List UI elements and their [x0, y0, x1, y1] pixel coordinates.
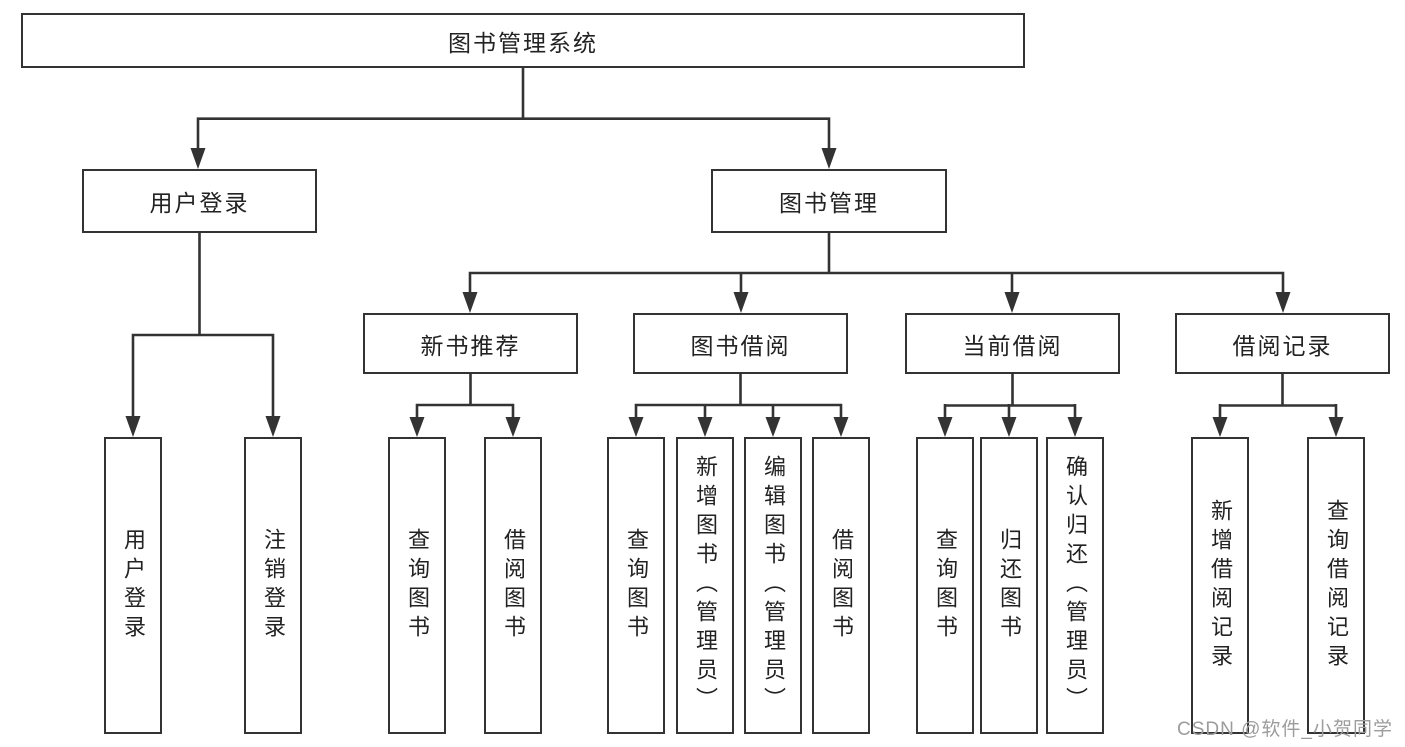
connector-root-to-level2 [190, 68, 837, 169]
leaf-user-login-label: 用户登录 [121, 527, 146, 644]
connector-management-to-level3 [462, 233, 1291, 313]
leaf-borrow-edit-books-admin-label: 编辑图书（管理员） [761, 455, 786, 716]
connector-borrow-to-leaves [628, 374, 849, 437]
leaf-current-query-books-label: 查询图书 [933, 527, 958, 644]
leaf-records-query-record: 查询借阅记录 [1307, 437, 1365, 734]
node-book-borrow: 图书借阅 [633, 313, 848, 374]
connector-records-to-leaves [1212, 374, 1344, 437]
node-new-book-recommend-label: 新书推荐 [420, 332, 521, 359]
leaf-borrow-edit-books-admin: 编辑图书（管理员） [744, 437, 802, 734]
node-root-label: 图书管理系统 [448, 29, 598, 56]
leaf-current-query-books: 查询图书 [916, 437, 974, 734]
csdn-watermark: CSDN @软件_小贺同学 [1177, 719, 1393, 740]
node-current-borrow-label: 当前借阅 [962, 332, 1063, 359]
leaf-records-query-record-label: 查询借阅记录 [1324, 498, 1349, 673]
leaf-borrow-borrow-books: 借阅图书 [812, 437, 870, 734]
leaf-newbook-borrow-books: 借阅图书 [484, 437, 542, 734]
node-user-login: 用户登录 [82, 169, 317, 233]
node-new-book-recommend: 新书推荐 [363, 313, 578, 374]
leaf-current-return-books-label: 归还图书 [997, 527, 1022, 644]
leaf-logout: 注销登录 [244, 437, 302, 734]
leaf-newbook-borrow-books-label: 借阅图书 [501, 527, 526, 644]
leaf-records-add-record-label: 新增借阅记录 [1208, 498, 1233, 673]
node-book-management-label: 图书管理 [779, 190, 879, 216]
leaf-newbook-query-books-label: 查询图书 [405, 527, 430, 644]
leaf-borrow-query-books-label: 查询图书 [624, 527, 649, 644]
node-borrow-records-label: 借阅记录 [1232, 332, 1333, 359]
leaf-current-confirm-return-admin: 确认归还（管理员） [1046, 437, 1104, 734]
node-user-login-label: 用户登录 [149, 190, 250, 216]
leaf-current-confirm-return-admin-label: 确认归还（管理员） [1063, 455, 1088, 716]
leaf-newbook-query-books: 查询图书 [388, 437, 446, 734]
connector-current-to-leaves [937, 374, 1083, 437]
node-borrow-records: 借阅记录 [1175, 313, 1390, 374]
node-book-borrow-label: 图书借阅 [690, 332, 791, 359]
leaf-user-login: 用户登录 [104, 437, 162, 734]
connector-newbook-to-leaves [409, 374, 521, 437]
leaf-current-return-books: 归还图书 [980, 437, 1038, 734]
leaf-logout-label: 注销登录 [261, 527, 286, 644]
leaf-borrow-query-books: 查询图书 [607, 437, 665, 734]
node-root: 图书管理系统 [21, 13, 1025, 68]
node-current-borrow: 当前借阅 [905, 313, 1120, 374]
leaf-borrow-add-books-admin: 新增图书（管理员） [676, 437, 734, 734]
leaf-borrow-add-books-admin-label: 新增图书（管理员） [693, 455, 718, 716]
leaf-borrow-borrow-books-label: 借阅图书 [829, 527, 854, 644]
node-book-management: 图书管理 [711, 169, 947, 233]
connector-login-to-leaves [125, 233, 281, 437]
leaf-records-add-record: 新增借阅记录 [1191, 437, 1249, 734]
